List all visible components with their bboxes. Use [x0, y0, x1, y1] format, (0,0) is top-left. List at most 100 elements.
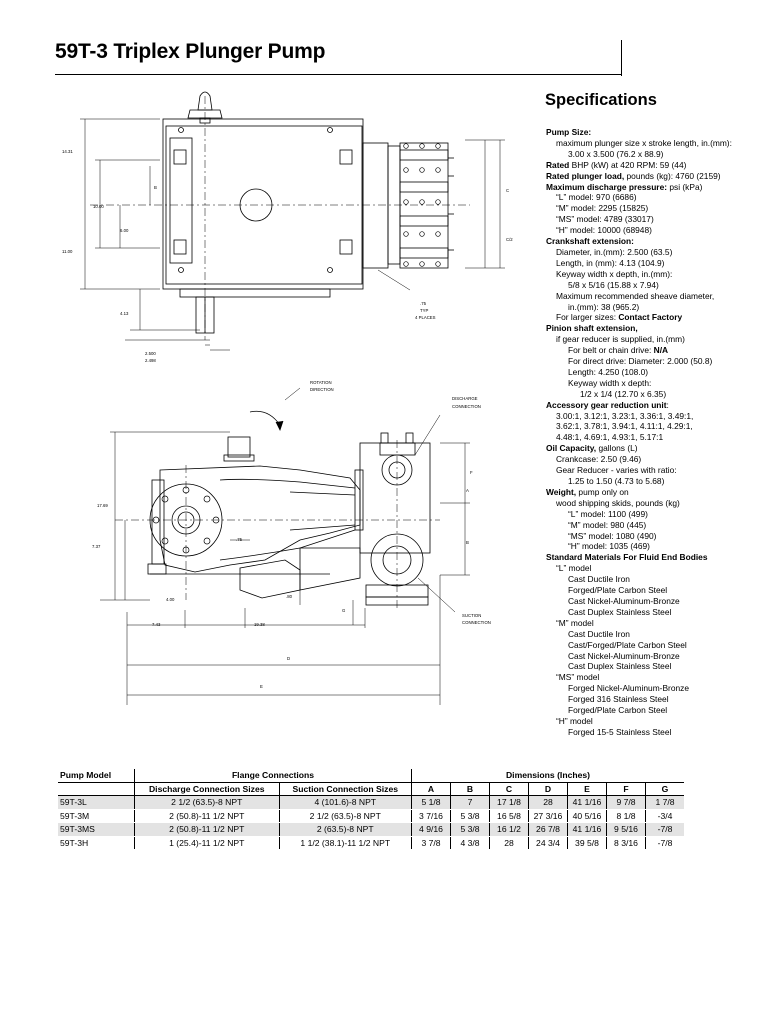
spec-line: Cast Ductile Iron: [546, 629, 762, 640]
spec-text: “L” model: 970 (6686): [556, 192, 637, 203]
specifications-heading: Specifications: [545, 91, 657, 109]
header-col-b: B: [450, 782, 490, 796]
spec-text: Cast Duplex Stainless Steel: [568, 606, 672, 617]
spec-text: Cast Ductile Iron: [568, 628, 630, 639]
spec-line: 1/2 x 1/4 (12.70 x 6.35): [546, 389, 762, 400]
table-cell: 59T-3MS: [58, 822, 135, 837]
table-cell: 28: [528, 795, 568, 810]
spec-text: 5/8 x 5/16 (15.88 x 7.94): [568, 279, 659, 290]
header-col-c: C: [489, 782, 529, 796]
spec-line: Crankcase: 2.50 (9.46): [546, 454, 762, 465]
spec-text: :: [666, 399, 669, 410]
dim-label-side-1938: 19.38: [254, 622, 265, 627]
spec-text: in.(mm): 38 (965.2): [568, 301, 640, 312]
spec-text: “H” model: 1035 (469): [568, 541, 650, 552]
table-cell: -3/4: [645, 809, 684, 823]
spec-text: “MS” model: [556, 672, 600, 683]
spec-line: Diameter, in.(mm): 2.500 (63.5): [546, 247, 762, 258]
table-cell: 1 (25.4)-11 1/2 NPT: [134, 836, 280, 850]
spec-text: gallons (L): [596, 443, 638, 454]
dim-label-side-75: .75: [236, 537, 243, 542]
header-blank: [58, 782, 135, 796]
spec-line: 1.25 to 1.50 (4.73 to 5.68): [546, 476, 762, 487]
spec-line: Standard Materials For Fluid End Bodies: [546, 552, 762, 563]
spec-text: psi (kPa): [667, 181, 703, 192]
spec-bold-text: N/A: [653, 345, 669, 356]
suction-label-2: CONNECTION: [462, 620, 491, 625]
spec-line: 3.00:1, 3.12:1, 3.23:1, 3.36:1, 3.49:1,: [546, 411, 762, 422]
table-cell: 59T-3M: [58, 809, 135, 823]
header-pump-model: Pump Model: [58, 769, 135, 783]
dim-label-shaft-dia-2: 2.498: [145, 358, 156, 363]
table-cell: 17 1/8: [489, 795, 529, 810]
dimensions-table: Pump Model Flange Connections Dimensions…: [58, 769, 684, 850]
spec-line: Pump Size:: [546, 127, 762, 138]
spec-text: “L” model: [556, 563, 592, 574]
dim-label-top-c2: C/2: [506, 237, 513, 242]
spec-line: “L” model: 970 (6686): [546, 192, 762, 203]
spec-text: BHP (kW) at 420 RPM: 59 (44): [569, 159, 687, 170]
spec-line: in.(mm): 38 (965.2): [546, 302, 762, 313]
spec-line: Cast/Forged/Plate Carbon Steel: [546, 640, 762, 651]
dim-label-side-d: D: [287, 656, 290, 661]
table-cell: 59T-3H: [58, 836, 135, 850]
spec-line: “M” model: 980 (445): [546, 520, 762, 531]
spec-line: Forged 316 Stainless Steel: [546, 694, 762, 705]
spec-text: For direct drive: Diameter: 2.000 (50.8): [568, 356, 713, 367]
table-cell: 2 (63.5)-8 NPT: [278, 822, 412, 837]
spec-bold-text: Oil Capacity,: [546, 443, 597, 454]
specifications-list: Pump Size:maximum plunger size x stroke …: [546, 127, 762, 738]
spec-line: “MS” model: [546, 672, 762, 683]
spec-text: pump only on: [576, 486, 629, 497]
spec-text: pounds (kg): 4760 (2159): [624, 170, 721, 181]
spec-text: Crankcase: 2.50 (9.46): [556, 454, 642, 465]
rotation-label-1: ROTATION: [310, 380, 332, 385]
spec-line: Accessory gear reduction unit:: [546, 400, 762, 411]
spec-text: 3.00 x 3.500 (76.2 x 88.9): [568, 148, 664, 159]
table-cell: 40 5/16: [567, 809, 607, 823]
dim-label-shaft-dia-1: 2.500: [145, 351, 156, 356]
table-cell: -7/8: [645, 822, 684, 837]
spec-line: Cast Ductile Iron: [546, 574, 762, 585]
spec-line: if gear reducer is supplied, in.(mm): [546, 334, 762, 345]
table-cell: 5 3/8: [450, 822, 490, 837]
dim-label-side-743: 7.43: [152, 622, 161, 627]
spec-line: “H” model: 1035 (469): [546, 541, 762, 552]
table-cell: 5 3/8: [450, 809, 490, 823]
spec-text: Keyway width x depth:: [568, 377, 652, 388]
spec-line: “MS” model: 1080 (490): [546, 531, 762, 542]
table-cell: 41 1/16: [567, 795, 607, 810]
table-cell: 2 1/2 (63.5)-8 NPT: [278, 809, 412, 823]
header-flange-connections: Flange Connections: [134, 769, 412, 783]
spec-bold-text: Crankshaft extension:: [546, 236, 634, 247]
spec-bold-text: Maximum discharge pressure:: [546, 181, 668, 192]
spec-bold-text: Pump Size:: [546, 127, 592, 137]
spec-line: Length: 4.250 (108.0): [546, 367, 762, 378]
spec-text: 4.48:1, 4.69:1, 4.93:1, 5.17:1: [556, 432, 664, 443]
spec-text: “MS” model: 1080 (490): [568, 530, 657, 541]
table-cell: 3 7/16: [411, 809, 451, 823]
table-cell: 4 9/16: [411, 822, 451, 837]
spec-line: 3.00 x 3.500 (76.2 x 88.9): [546, 149, 762, 160]
table-cell: 24 3/4: [528, 836, 568, 850]
spec-text: “M” model: [556, 617, 594, 628]
spec-text: maximum plunger size x stroke length, in…: [556, 137, 732, 148]
dim-label-shaft-length: 4.13: [120, 311, 129, 316]
bolt-note-1: .75: [420, 301, 427, 306]
header-col-f: F: [606, 782, 646, 796]
spec-line: Cast Nickel-Aluminum-Bronze: [546, 596, 762, 607]
table-cell: 16 1/2: [489, 822, 529, 837]
spec-text: Cast Ductile Iron: [568, 574, 630, 585]
spec-line: Keyway width x depth, in.(mm):: [546, 269, 762, 280]
dim-label-side-f: F: [470, 470, 473, 475]
dim-label-side-400: 4.00: [166, 597, 175, 602]
pump-drawings: 14.31 10.00 6.00 11.00 B C C/2 4.13 2.50…: [55, 82, 535, 762]
spec-text: 3.00:1, 3.12:1, 3.23:1, 3.36:1, 3.49:1,: [556, 410, 694, 421]
table-cell: 1 1/2 (38.1)-11 1/2 NPT: [278, 836, 412, 850]
spec-line: “M” model: [546, 618, 762, 629]
spec-bold-text: Weight,: [546, 486, 577, 497]
